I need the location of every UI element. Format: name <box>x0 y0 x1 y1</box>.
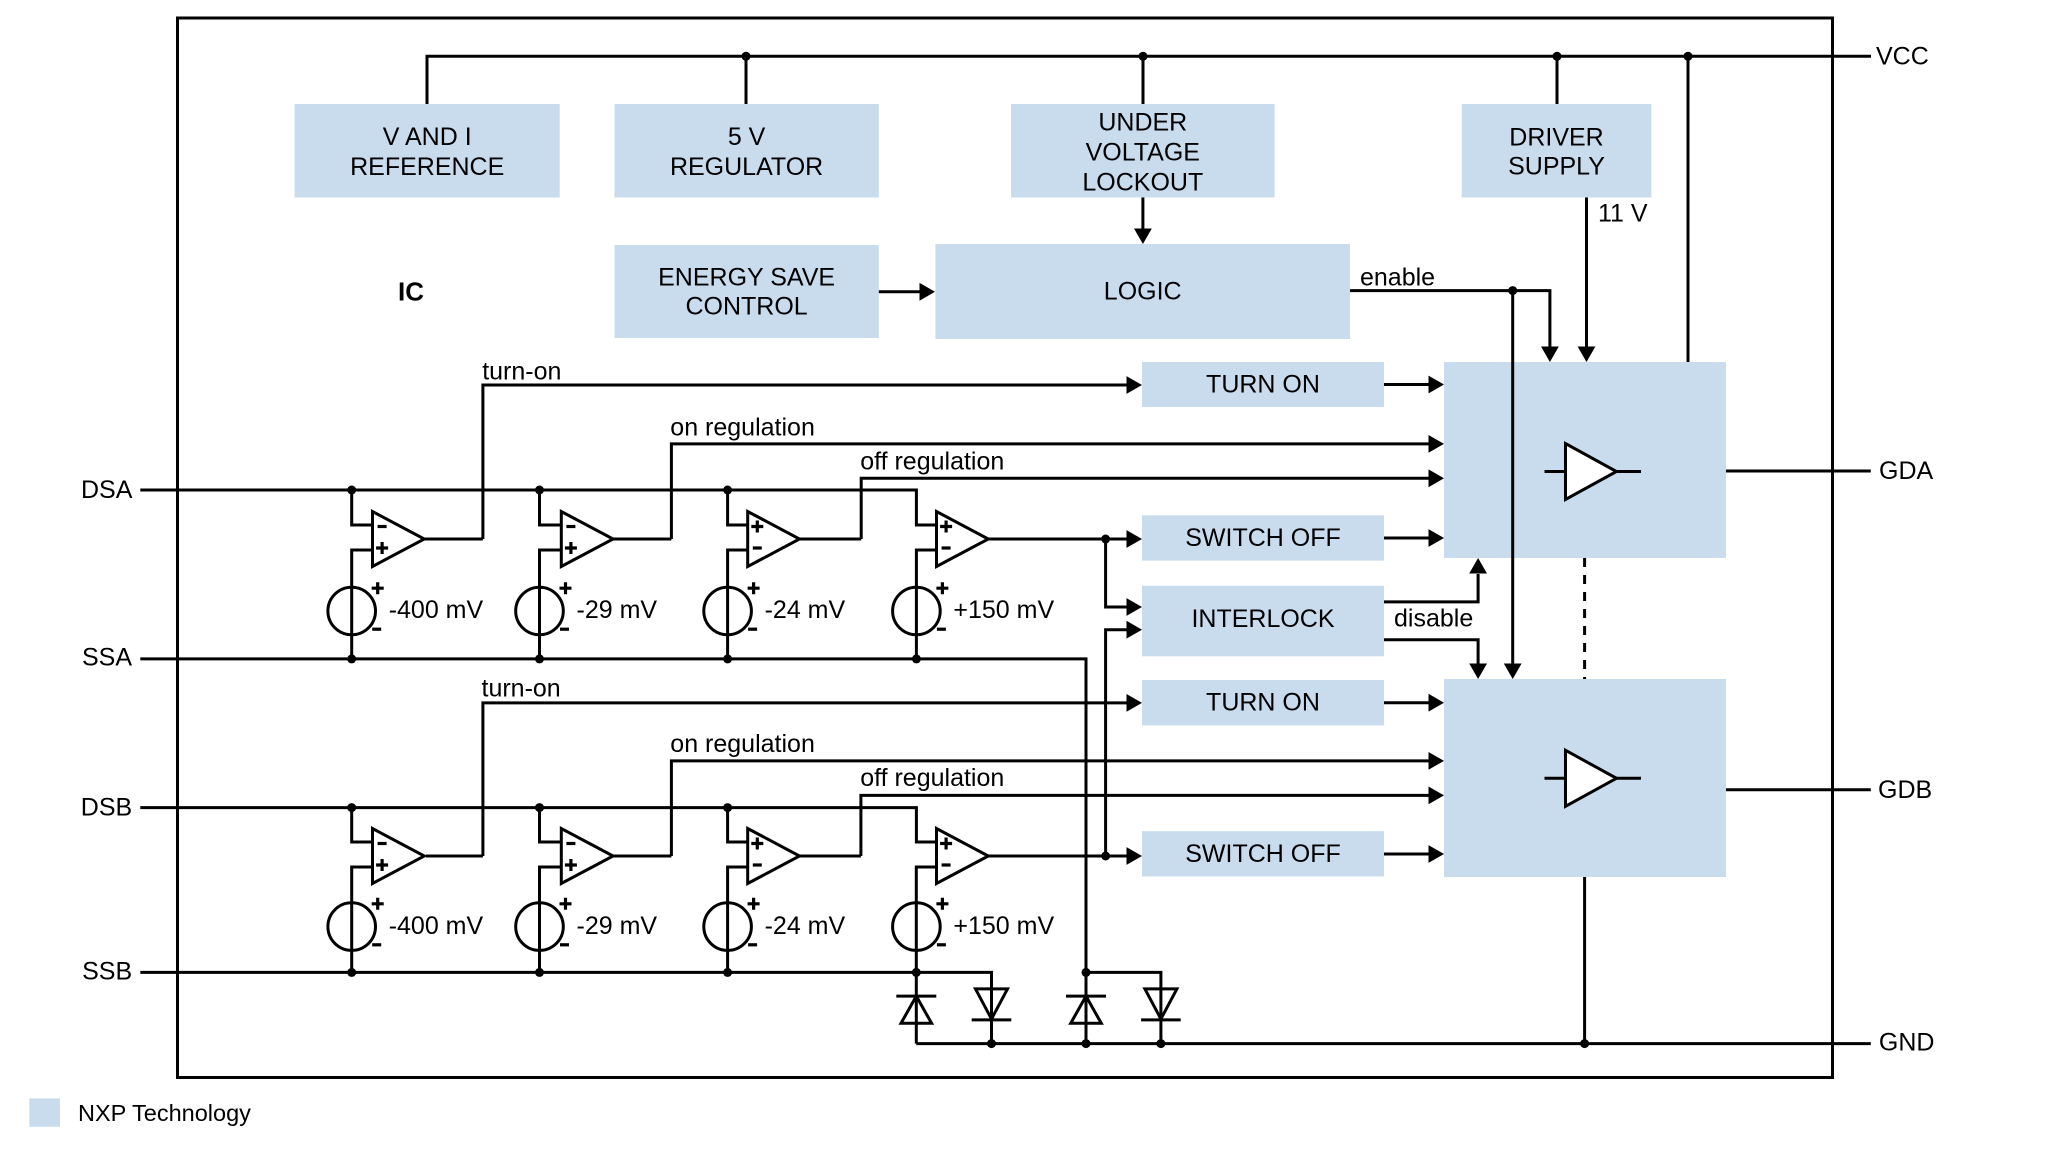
svg-text:off regulation: off regulation <box>860 448 1004 476</box>
svg-text:off regulation: off regulation <box>860 764 1004 792</box>
svg-text:GDA: GDA <box>1879 457 1934 485</box>
svg-text:GDB: GDB <box>1878 776 1932 804</box>
svg-text:SWITCH OFF: SWITCH OFF <box>1185 840 1341 868</box>
svg-text:enable: enable <box>1360 263 1435 291</box>
svg-text:SSB: SSB <box>82 958 132 986</box>
svg-text:IC: IC <box>398 277 424 307</box>
svg-text:ENERGY SAVE: ENERGY SAVE <box>658 264 835 292</box>
svg-text:DRIVER: DRIVER <box>1509 124 1603 152</box>
svg-text:SSA: SSA <box>82 643 132 671</box>
svg-text:NXP Technology: NXP Technology <box>78 1100 251 1126</box>
svg-text:-29 mV: -29 mV <box>577 912 658 940</box>
svg-text:SUPPLY: SUPPLY <box>1508 153 1605 181</box>
svg-text:LOCKOUT: LOCKOUT <box>1082 169 1203 197</box>
svg-text:GND: GND <box>1879 1029 1935 1057</box>
svg-text:DSB: DSB <box>81 794 132 822</box>
svg-text:turn-on: turn-on <box>482 675 561 703</box>
svg-text:LOGIC: LOGIC <box>1104 278 1182 306</box>
svg-text:11 V: 11 V <box>1598 200 1648 228</box>
svg-text:+150 mV: +150 mV <box>953 912 1054 940</box>
svg-text:DSA: DSA <box>81 476 133 504</box>
svg-text:TURN ON: TURN ON <box>1206 371 1320 399</box>
svg-text:V AND I: V AND I <box>383 123 472 151</box>
svg-text:on regulation: on regulation <box>670 730 815 758</box>
svg-text:REGULATOR: REGULATOR <box>670 153 823 181</box>
svg-text:INTERLOCK: INTERLOCK <box>1191 605 1334 633</box>
svg-text:TURN ON: TURN ON <box>1206 689 1320 717</box>
svg-text:-400 mV: -400 mV <box>389 912 484 940</box>
svg-text:5 V: 5 V <box>728 123 766 151</box>
svg-text:turn-on: turn-on <box>482 358 561 386</box>
svg-text:VCC: VCC <box>1876 42 1929 70</box>
svg-text:-29 mV: -29 mV <box>577 596 658 624</box>
svg-text:disable: disable <box>1394 605 1473 633</box>
svg-text:+150 mV: +150 mV <box>953 596 1054 624</box>
svg-text:CONTROL: CONTROL <box>685 293 807 321</box>
svg-text:REFERENCE: REFERENCE <box>350 153 504 181</box>
svg-text:VOLTAGE: VOLTAGE <box>1086 139 1200 167</box>
svg-text:-24 mV: -24 mV <box>765 596 846 624</box>
svg-text:SWITCH OFF: SWITCH OFF <box>1185 524 1341 552</box>
svg-text:-400 mV: -400 mV <box>389 596 484 624</box>
svg-text:on regulation: on regulation <box>670 414 815 442</box>
svg-text:UNDER: UNDER <box>1098 109 1187 137</box>
svg-text:-24 mV: -24 mV <box>765 912 846 940</box>
